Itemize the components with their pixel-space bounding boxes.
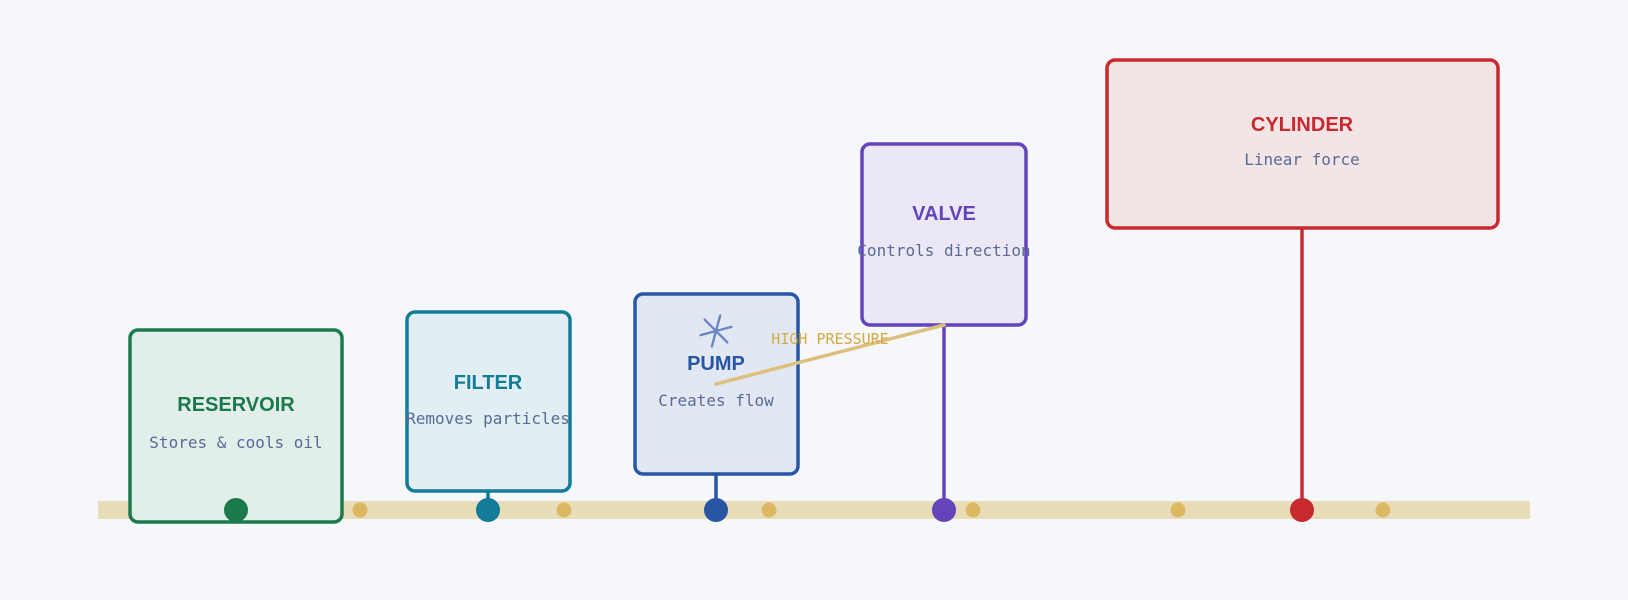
valve-node: VALVE Controls direction [857,142,1031,522]
rail-dot [761,502,777,518]
rail-dot [352,502,368,518]
reservoir-description: Stores & cools oil [149,433,322,452]
pump-node: PUMP Creates flow [633,292,800,522]
reservoir-node: RESERVOIR Stores & cools oil [128,328,344,524]
valve-title: VALVE [912,203,976,225]
cylinder-node: CYLINDER Linear force [1105,58,1500,522]
reservoir-box [128,328,344,524]
cylinder-port [1290,498,1314,522]
filter-port [476,498,500,522]
rail-dot [556,502,572,518]
impeller-icon [699,314,733,348]
filter-box [405,310,572,493]
high-pressure-label: HIGH PRESSURE [771,330,888,348]
filter-description: Removes particles [406,409,570,428]
valve-description: Controls direction [857,241,1030,260]
rail-dot [1375,502,1391,518]
cylinder-title: CYLINDER [1251,114,1354,136]
valve-port [932,498,956,522]
pump-description: Creates flow [658,391,774,410]
valve-box [860,142,1028,327]
rail-dot [1170,502,1186,518]
pump-port [704,498,728,522]
high-pressure-line [714,323,946,386]
reservoir-port [224,498,248,522]
cylinder-box [1105,58,1500,230]
pump-title: PUMP [687,353,745,375]
cylinder-description: Linear force [1244,150,1360,169]
filter-title: FILTER [454,372,523,394]
reservoir-title: RESERVOIR [177,394,295,416]
filter-node: FILTER Removes particles [405,310,572,522]
high-pressure-link: HIGH PRESSURE [714,323,946,386]
rail-dot [965,502,981,518]
